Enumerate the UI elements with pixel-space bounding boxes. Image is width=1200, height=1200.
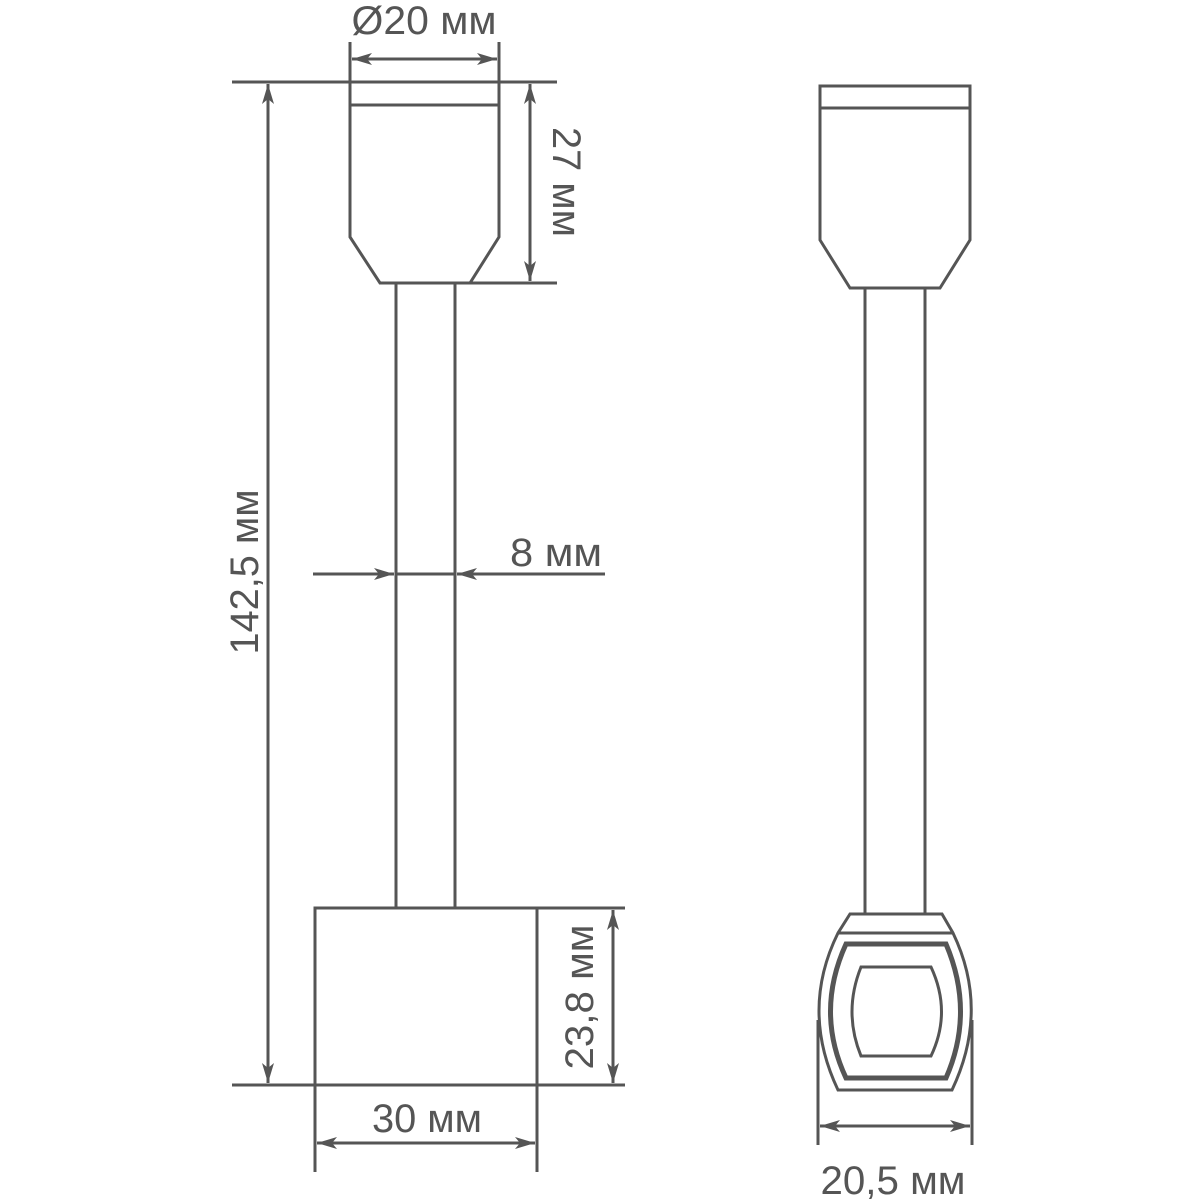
label-head-height: 27 мм [544, 127, 588, 237]
front-base [313, 906, 539, 1087]
side-head [818, 84, 972, 290]
side-base-outer [817, 912, 973, 1092]
side-base-window [850, 965, 943, 1058]
label-side-width: 20,5 мм [821, 1159, 966, 1200]
front-view [313, 82, 539, 1087]
label-head-diameter: Ø20 мм [352, 0, 497, 43]
side-base-ring [828, 941, 963, 1081]
side-view [817, 84, 973, 1092]
label-base-height: 23,8 мм [558, 925, 602, 1070]
label-total-height: 142,5 мм [223, 490, 267, 655]
front-head [348, 82, 501, 285]
extension-lines [232, 42, 974, 1172]
label-base-width: 30 мм [372, 1097, 482, 1141]
label-stem-width: 8 мм [510, 531, 602, 575]
